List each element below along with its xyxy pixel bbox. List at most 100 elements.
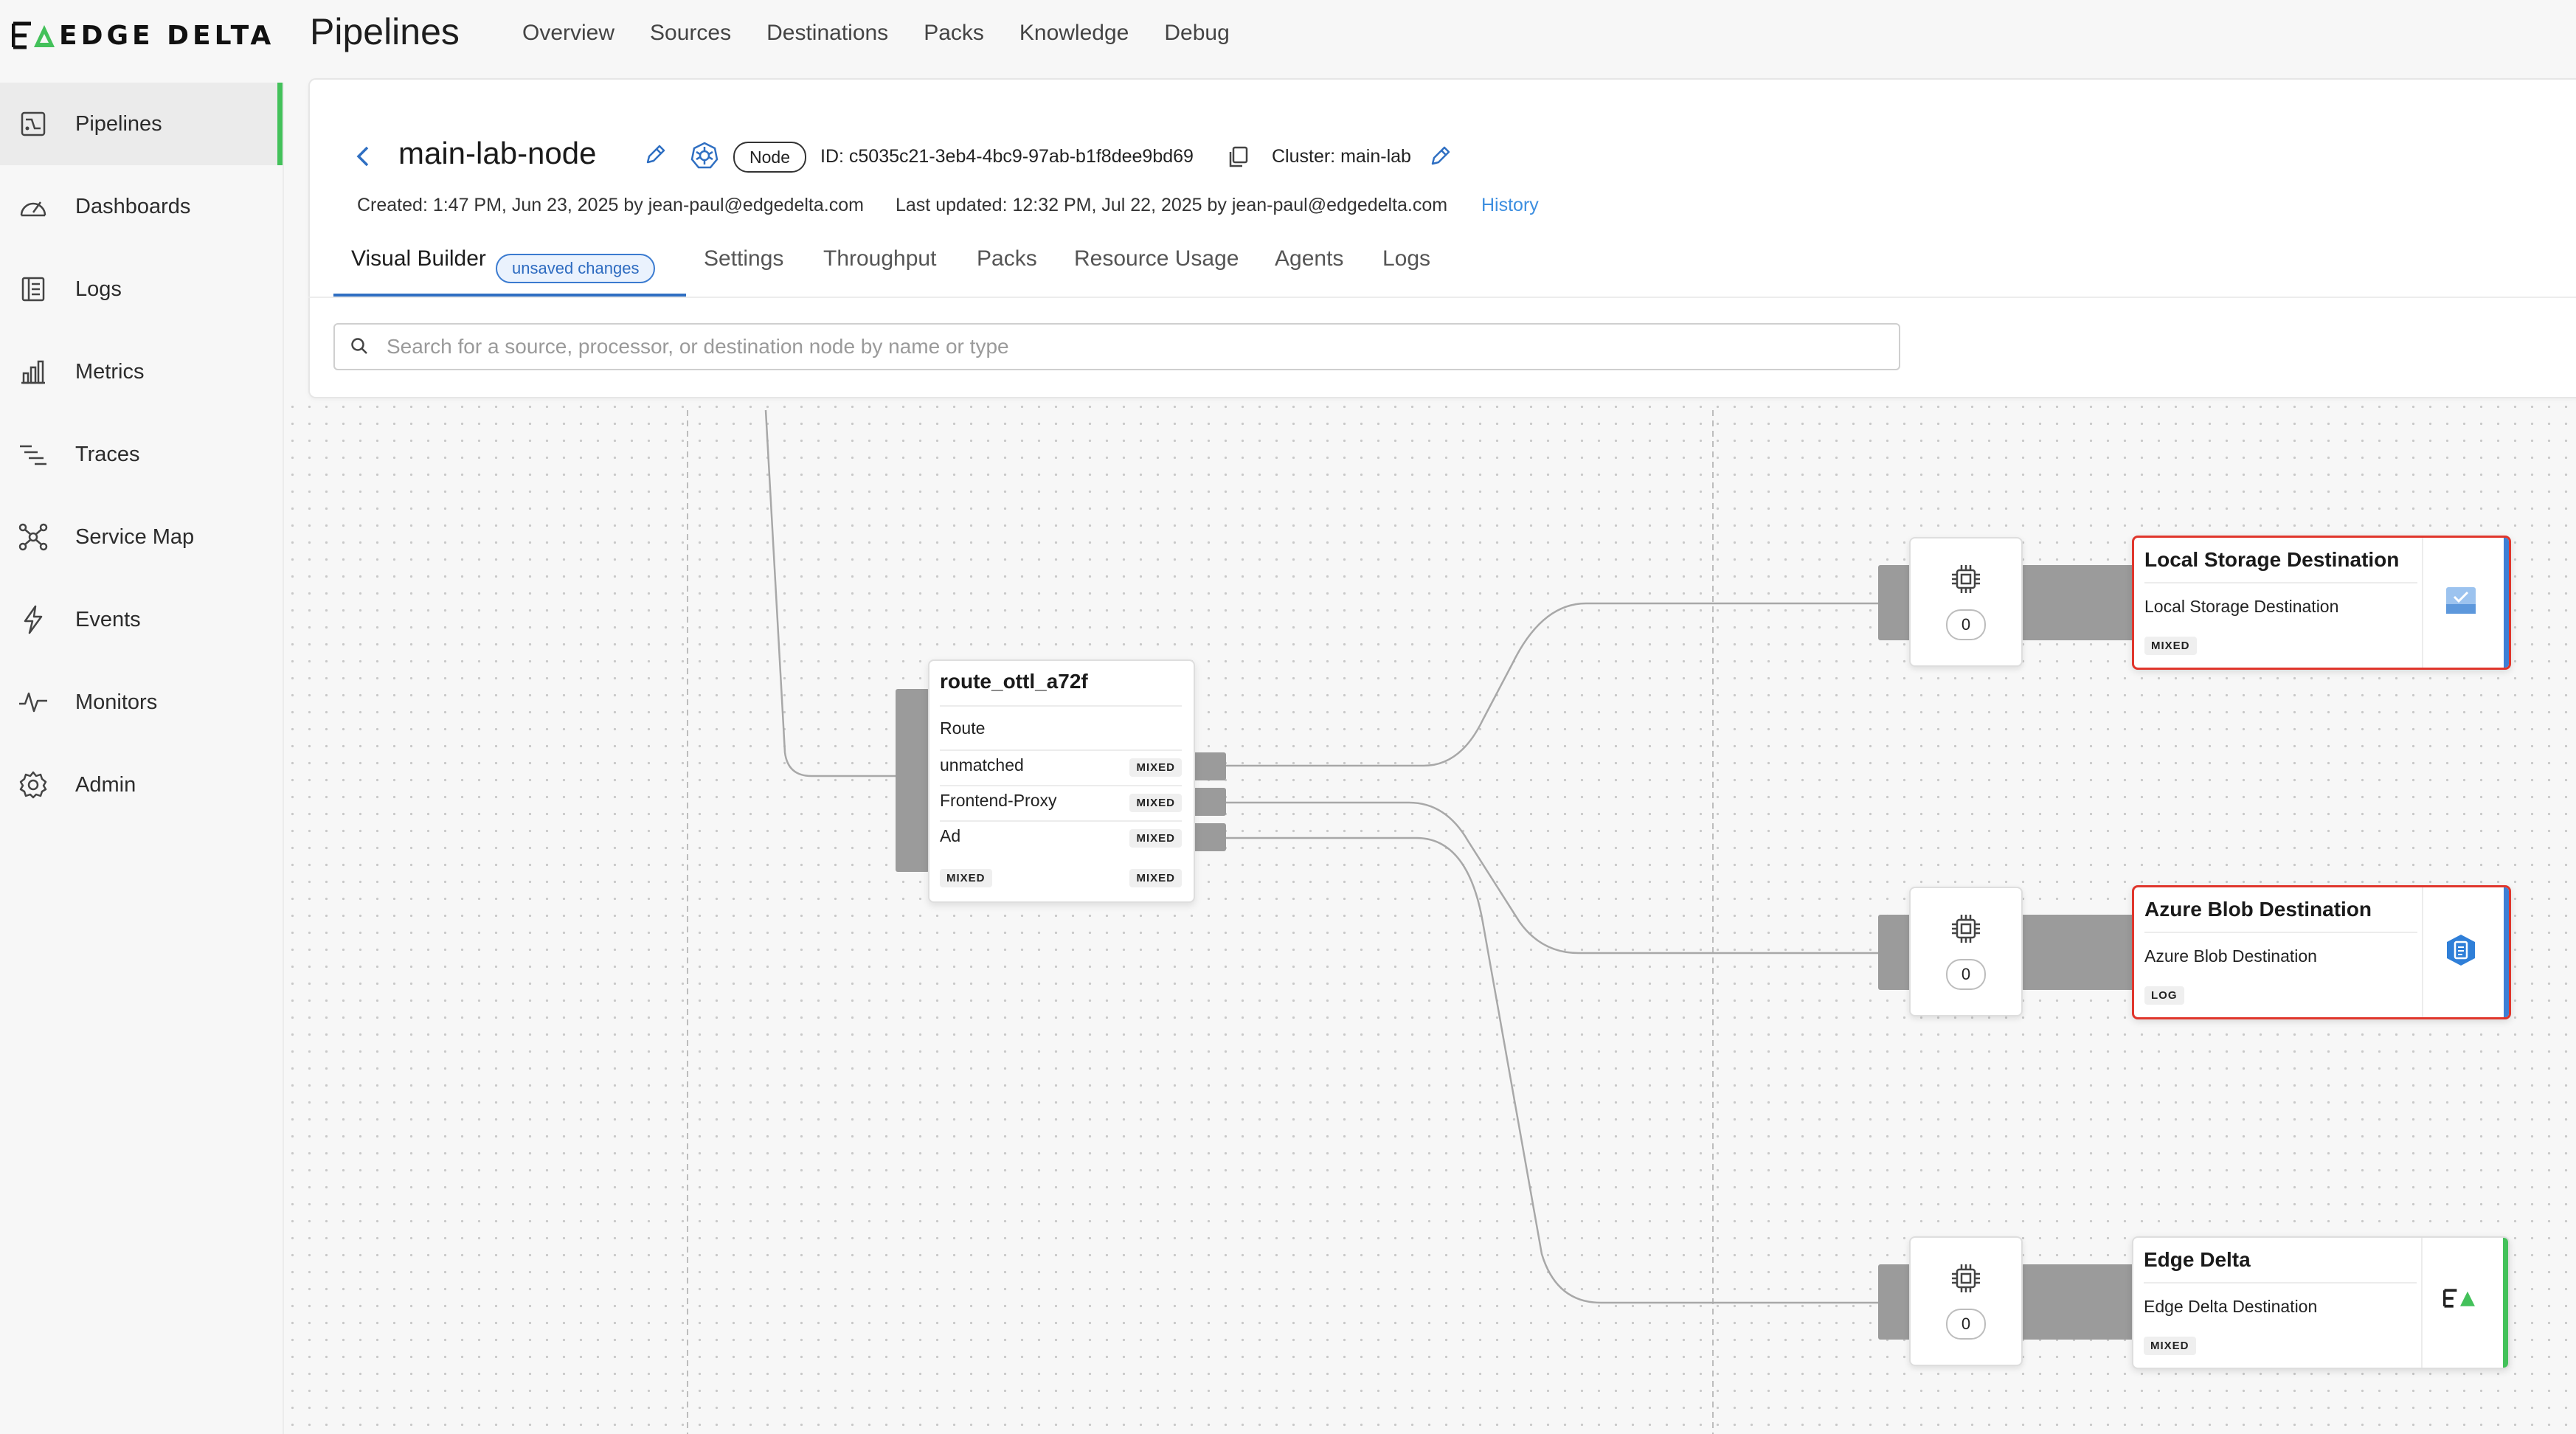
local-storage-icon <box>2446 587 2476 614</box>
sidebar-item-logs[interactable]: Logs <box>0 248 283 330</box>
edit-name-pencil-icon[interactable] <box>643 143 667 167</box>
copy-icon[interactable] <box>1228 146 1248 168</box>
metrics-icon <box>16 355 50 389</box>
sidebar-item-monitors[interactable]: Monitors <box>0 661 283 744</box>
divider <box>940 785 1182 786</box>
monitors-icon <box>16 685 50 719</box>
azure-blob-icon <box>2447 935 2475 966</box>
route-output-port-frontend-proxy[interactable] <box>1192 788 1226 816</box>
nav-packs[interactable]: Packs <box>924 21 984 45</box>
divider <box>2144 1282 2417 1284</box>
processor-output-port[interactable] <box>2021 1264 2136 1340</box>
route-output-label: unmatched <box>940 755 1024 775</box>
processor-node[interactable]: 0 <box>1909 1236 2023 1366</box>
type-badge: MIXED <box>1129 829 1182 848</box>
updated-info: Last updated: 12:32 PM, Jul 22, 2025 by … <box>896 195 1448 215</box>
tab-agents[interactable]: Agents <box>1275 246 1344 271</box>
node-type-badge: Node <box>733 142 806 173</box>
divider <box>2422 538 2423 668</box>
sidebar-item-events[interactable]: Events <box>0 578 283 661</box>
edge-delta-logo-icon <box>2443 1289 2475 1308</box>
sidebar-item-label: Service Map <box>75 524 195 549</box>
sidebar-item-label: Metrics <box>75 359 145 384</box>
route-output-row: Frontend-Proxy MIXED <box>940 791 1182 812</box>
sidebar-item-label: Pipelines <box>75 111 162 136</box>
top-nav: Overview Sources Destinations Packs Know… <box>522 21 1230 46</box>
type-badge: MIXED <box>1129 794 1182 812</box>
tab-resource-usage[interactable]: Resource Usage <box>1074 246 1239 271</box>
processor-output-port[interactable] <box>2021 915 2136 990</box>
search-input[interactable] <box>385 329 1886 364</box>
destination-title: Local Storage Destination <box>2144 548 2400 571</box>
route-output-port-unmatched[interactable] <box>1192 752 1226 780</box>
divider <box>2144 932 2417 933</box>
sidebar-item-traces[interactable]: Traces <box>0 413 283 496</box>
pipeline-id: ID: c5035c21-3eb4-4bc9-97ab-b1f8dee9bd69 <box>820 146 1194 167</box>
service-map-icon <box>16 520 50 554</box>
nav-destinations[interactable]: Destinations <box>766 21 889 45</box>
sidebar-item-service-map[interactable]: Service Map <box>0 496 283 578</box>
route-output-port-ad[interactable] <box>1192 823 1226 851</box>
destination-title: Azure Blob Destination <box>2144 898 2372 921</box>
divider <box>940 749 1182 751</box>
destination-node-edge-delta[interactable]: Edge Delta Edge Delta Destination MIXED <box>2132 1236 2510 1369</box>
sidebar-item-label: Monitors <box>75 690 158 714</box>
destination-title: Edge Delta <box>2144 1248 2251 1271</box>
processor-count: 0 <box>1946 609 1986 640</box>
tab-logs[interactable]: Logs <box>1382 246 1431 271</box>
tab-throughput[interactable]: Throughput <box>823 246 937 271</box>
processor-input-port[interactable] <box>1878 565 1915 640</box>
route-input-port[interactable] <box>896 689 929 872</box>
brand-logo[interactable]: EDGE DELTA <box>12 19 274 52</box>
sidebar-item-admin[interactable]: Admin <box>0 744 283 826</box>
nav-debug[interactable]: Debug <box>1164 21 1230 45</box>
events-icon <box>16 603 50 637</box>
admin-icon <box>16 768 50 802</box>
nav-knowledge[interactable]: Knowledge <box>1019 21 1129 45</box>
tab-settings[interactable]: Settings <box>704 246 784 271</box>
route-node-title: route_ottl_a72f <box>940 670 1088 693</box>
output-type-badge: MIXED <box>1129 869 1182 887</box>
status-bar <box>2504 887 2509 1017</box>
processor-input-port[interactable] <box>1878 1264 1915 1340</box>
route-output-row: Ad MIXED <box>940 826 1182 848</box>
sidebar: Pipelines Dashboards Logs Metrics Traces… <box>0 83 283 1434</box>
route-output-label: Frontend-Proxy <box>940 791 1057 810</box>
processor-input-port[interactable] <box>1878 915 1915 990</box>
sidebar-item-metrics[interactable]: Metrics <box>0 330 283 413</box>
unsaved-changes-badge: unsaved changes <box>496 254 656 283</box>
nav-overview[interactable]: Overview <box>522 21 615 45</box>
destination-type: Local Storage Destination <box>2144 597 2339 616</box>
dashboards-icon <box>16 190 50 224</box>
route-node-footer: MIXED MIXED <box>940 869 1182 887</box>
back-chevron-icon[interactable] <box>353 142 373 171</box>
processor-count: 0 <box>1946 959 1986 990</box>
sidebar-item-label: Logs <box>75 277 122 301</box>
edit-cluster-pencil-icon[interactable] <box>1428 145 1452 168</box>
route-node[interactable]: route_ottl_a72f Route unmatched MIXED Fr… <box>928 659 1195 903</box>
status-bar <box>2504 538 2509 668</box>
processor-output-port[interactable] <box>2021 565 2136 640</box>
divider <box>940 705 1182 707</box>
history-link[interactable]: History <box>1481 195 1539 215</box>
traces-icon <box>16 437 50 471</box>
type-badge: MIXED <box>1129 758 1182 777</box>
brand-name: EDGE DELTA <box>59 20 275 51</box>
processor-node[interactable]: 0 <box>1909 887 2023 1016</box>
nav-sources[interactable]: Sources <box>650 21 732 45</box>
destination-node-azure-blob[interactable]: Azure Blob Destination Azure Blob Destin… <box>2132 885 2511 1019</box>
sidebar-item-dashboards[interactable]: Dashboards <box>0 165 283 248</box>
tab-visual-builder[interactable]: Visual Builder <box>351 246 486 271</box>
sidebar-item-pipelines[interactable]: Pipelines <box>0 83 283 165</box>
processor-node[interactable]: 0 <box>1909 537 2023 667</box>
route-node-type: Route <box>940 718 986 738</box>
sidebar-item-label: Traces <box>75 442 140 466</box>
tab-divider <box>308 297 2576 298</box>
sidebar-item-label: Events <box>75 607 141 631</box>
cluster-label: Cluster: main-lab <box>1272 146 1411 167</box>
active-tab-underline <box>333 294 686 297</box>
page-title: Pipelines <box>310 11 460 52</box>
tab-packs[interactable]: Packs <box>977 246 1037 271</box>
processor-count: 0 <box>1946 1309 1986 1340</box>
destination-node-local-storage[interactable]: Local Storage Destination Local Storage … <box>2132 536 2511 670</box>
